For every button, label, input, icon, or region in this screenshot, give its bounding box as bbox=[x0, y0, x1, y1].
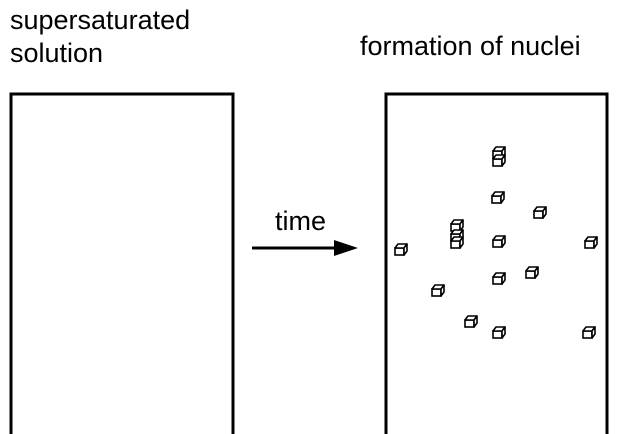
nucleus-cube-icon bbox=[394, 243, 408, 256]
time-arrow bbox=[252, 240, 358, 256]
nucleus-cube-icon bbox=[431, 284, 445, 297]
label-supersaturated-solution: supersaturated solution bbox=[10, 4, 190, 70]
label-line-2: solution bbox=[10, 38, 104, 68]
left-container bbox=[9, 92, 235, 434]
nucleus-cube-icon bbox=[533, 206, 547, 219]
right-container bbox=[384, 92, 609, 434]
label-formation-of-nuclei: formation of nuclei bbox=[360, 31, 581, 61]
nucleus-cube-icon bbox=[525, 266, 539, 279]
nucleus-cube-icon bbox=[582, 326, 596, 339]
nucleus-cube-icon bbox=[491, 191, 505, 204]
nuclei-group bbox=[394, 146, 598, 339]
nucleus-cube-icon bbox=[492, 272, 506, 285]
nucleus-cube-icon bbox=[492, 235, 506, 248]
label-line-1: supersaturated bbox=[10, 5, 191, 35]
nucleus-cube-icon bbox=[492, 154, 506, 167]
label-time: time bbox=[275, 206, 327, 236]
nucleus-cube-icon bbox=[450, 236, 464, 249]
nucleus-cube-icon bbox=[584, 236, 598, 249]
nucleus-cube-icon bbox=[492, 326, 506, 339]
nucleus-cube-icon bbox=[464, 315, 478, 328]
